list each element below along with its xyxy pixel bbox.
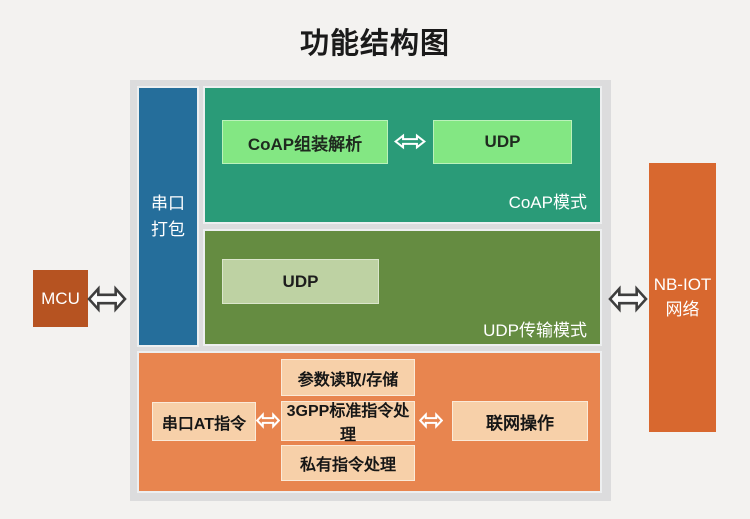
udp-mode-section-label: UDP传输模式 (483, 321, 587, 340)
mcu-label: MCU (41, 288, 80, 308)
nbiot-network-node: NB-IOT 网络 (649, 163, 716, 432)
gpp-cmd-label: 3GPP标准指令处理 (286, 403, 410, 444)
network-op-label: 联网操作 (486, 413, 554, 433)
mcu-node: MCU (33, 270, 88, 327)
param-rw-label: 参数读取/存储 (297, 371, 399, 389)
double-arrow-icon (256, 412, 280, 429)
serial-at-label: 串口AT指令 (161, 415, 247, 433)
double-arrow-icon (394, 133, 426, 150)
serial-at-box: 串口AT指令 (152, 402, 256, 441)
serial-pack-line1: 串口 (151, 194, 185, 213)
coap-mode-section-label: CoAP模式 (508, 193, 587, 212)
nbiot-line1: NB-IOT (653, 274, 712, 294)
double-arrow-icon (608, 284, 648, 314)
coap-parse-box: CoAP组装解析 (222, 120, 388, 164)
udp-mode-udp-label: UDP (282, 271, 319, 291)
serial-pack-line2: 打包 (151, 219, 185, 239)
coap-parse-label: CoAP组装解析 (247, 134, 363, 154)
page-title: 功能结构图 (299, 28, 450, 60)
nbiot-line2: 网络 (665, 299, 700, 319)
serial-pack-box: 串口 打包 (137, 86, 199, 347)
network-op-box: 联网操作 (452, 401, 588, 441)
coap-udp-label: UDP (484, 132, 521, 151)
private-cmd-label: 私有指令处理 (299, 457, 396, 474)
private-cmd-box: 私有指令处理 (281, 445, 415, 481)
double-arrow-icon (419, 412, 443, 429)
gpp-cmd-box: 3GPP标准指令处理 (281, 401, 415, 444)
double-arrow-icon (87, 284, 127, 314)
param-rw-box: 参数读取/存储 (281, 359, 415, 396)
coap-udp-box: UDP (433, 120, 572, 164)
udp-mode-udp-box: UDP (222, 259, 379, 304)
